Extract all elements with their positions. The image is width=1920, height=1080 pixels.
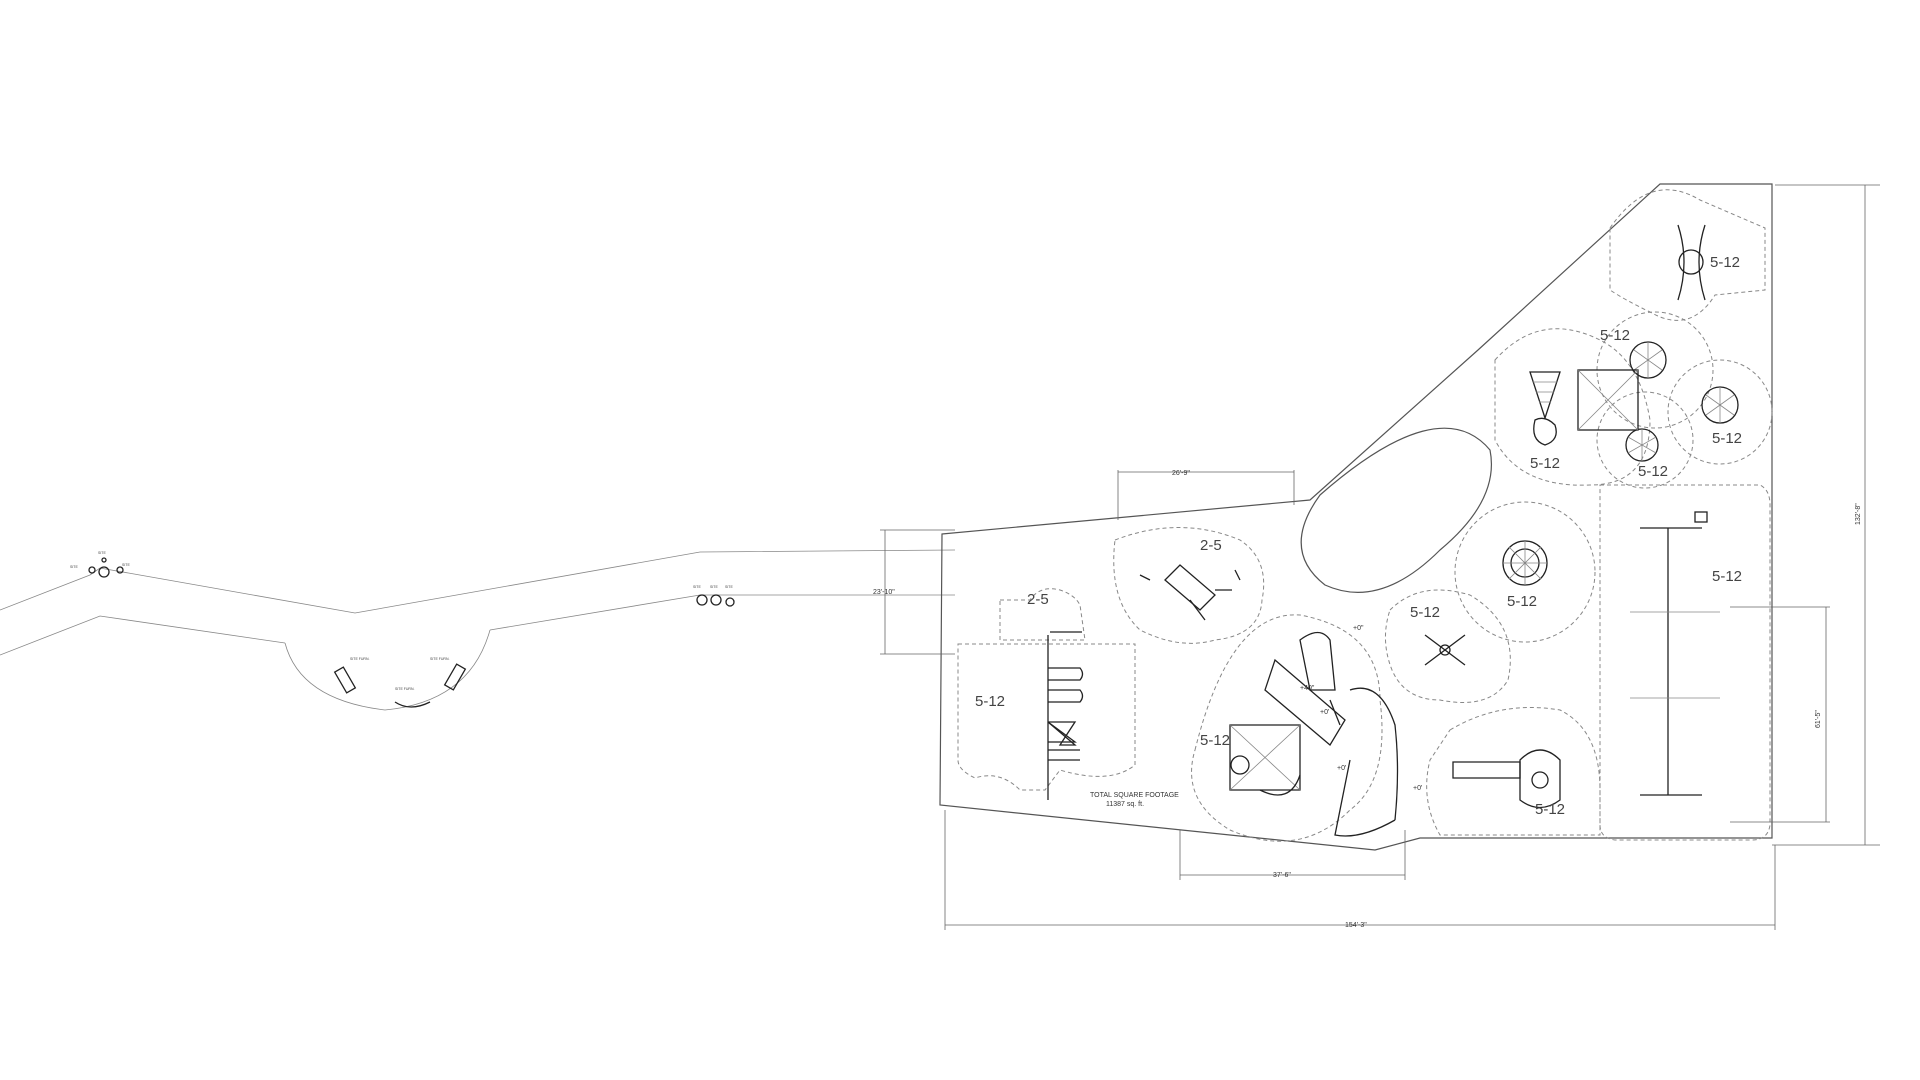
toddler-play-structure bbox=[1139, 564, 1241, 621]
svg-text:SITE: SITE bbox=[693, 585, 701, 589]
elevation-label: +40" bbox=[1300, 685, 1315, 692]
svg-text:SITE FURN.: SITE FURN. bbox=[350, 657, 369, 661]
zone-label: 5-12 bbox=[1710, 254, 1740, 271]
footage-value: 11387 sq. ft. bbox=[1106, 801, 1144, 808]
zone-label: 5-12 bbox=[1712, 430, 1742, 447]
svg-text:SITE: SITE bbox=[725, 585, 733, 589]
spot-elevations: +0" +40" +0' +0' +0' bbox=[1300, 625, 1422, 792]
zone-label: 5-12 bbox=[1200, 732, 1230, 749]
zone-label: 2-5 bbox=[1027, 591, 1049, 608]
elevation-label: +0' bbox=[1337, 765, 1346, 772]
svg-text:SITE: SITE bbox=[122, 563, 130, 567]
fitness-station-left: SITE SITE SITE bbox=[70, 551, 130, 578]
climbing-domes bbox=[1625, 341, 1739, 462]
square-footage-note: TOTAL SQUARE FOOTAGE 11387 sq. ft. bbox=[1090, 792, 1179, 808]
fitness-station-middle: SITE SITE SITE bbox=[693, 585, 735, 607]
dimension-labels: 26'-9" 23'-10" 132'-8" 61'-5" 37'-6" 154… bbox=[873, 470, 1862, 929]
elevation-label: +0' bbox=[1413, 785, 1422, 792]
zone-label: 5-12 bbox=[1507, 593, 1537, 610]
svg-text:SITE FURN.: SITE FURN. bbox=[395, 687, 414, 691]
dimension-label: 26'-9" bbox=[1172, 470, 1190, 477]
zone-label: 5-12 bbox=[1530, 455, 1560, 472]
dimension-label: 61'-5" bbox=[1815, 710, 1822, 728]
elevation-label: +0' bbox=[1320, 709, 1329, 716]
zone-label: 5-12 bbox=[1712, 568, 1742, 585]
svg-text:SITE: SITE bbox=[70, 565, 78, 569]
net-climber bbox=[1529, 371, 1561, 446]
elevation-label: +0" bbox=[1353, 625, 1364, 632]
balance-elements bbox=[1047, 631, 1084, 800]
grass-mound bbox=[1300, 427, 1492, 593]
svg-text:SITE: SITE bbox=[98, 551, 106, 555]
dimension-label: 37'-6" bbox=[1273, 872, 1291, 879]
main-play-structure bbox=[1229, 631, 1399, 837]
site-boundary bbox=[939, 183, 1773, 851]
dimension-label: 132'-8" bbox=[1855, 503, 1862, 525]
bench-pod: SITE FURN. SITE FURN. SITE FURN. bbox=[333, 657, 467, 708]
svg-text:SITE FURN.: SITE FURN. bbox=[430, 657, 449, 661]
shade-canopy bbox=[1577, 369, 1639, 431]
zone-label: 5-12 bbox=[1600, 327, 1630, 344]
age-zone-labels: 5-12 5-12 5-12 5-12 5-12 2-5 5-12 5-12 2… bbox=[975, 254, 1742, 818]
zone-label: 5-12 bbox=[1638, 463, 1668, 480]
swing-set bbox=[1630, 511, 1720, 796]
use-zones bbox=[957, 189, 1773, 842]
svg-text:SITE: SITE bbox=[710, 585, 718, 589]
dimension-lines bbox=[880, 184, 1880, 930]
dimension-label: 154'-3" bbox=[1345, 922, 1367, 929]
slide-structure bbox=[1452, 749, 1561, 809]
zone-label: 2-5 bbox=[1200, 537, 1222, 554]
seesaw bbox=[1424, 634, 1466, 666]
spinning-ride bbox=[1502, 540, 1548, 586]
trail-path bbox=[0, 549, 956, 711]
spinner-equipment bbox=[1677, 224, 1706, 301]
zone-label: 5-12 bbox=[975, 693, 1005, 710]
zone-label: 5-12 bbox=[1410, 604, 1440, 621]
zone-label: 5-12 bbox=[1535, 801, 1565, 818]
footage-title: TOTAL SQUARE FOOTAGE bbox=[1090, 792, 1179, 799]
dimension-label: 23'-10" bbox=[873, 589, 895, 596]
